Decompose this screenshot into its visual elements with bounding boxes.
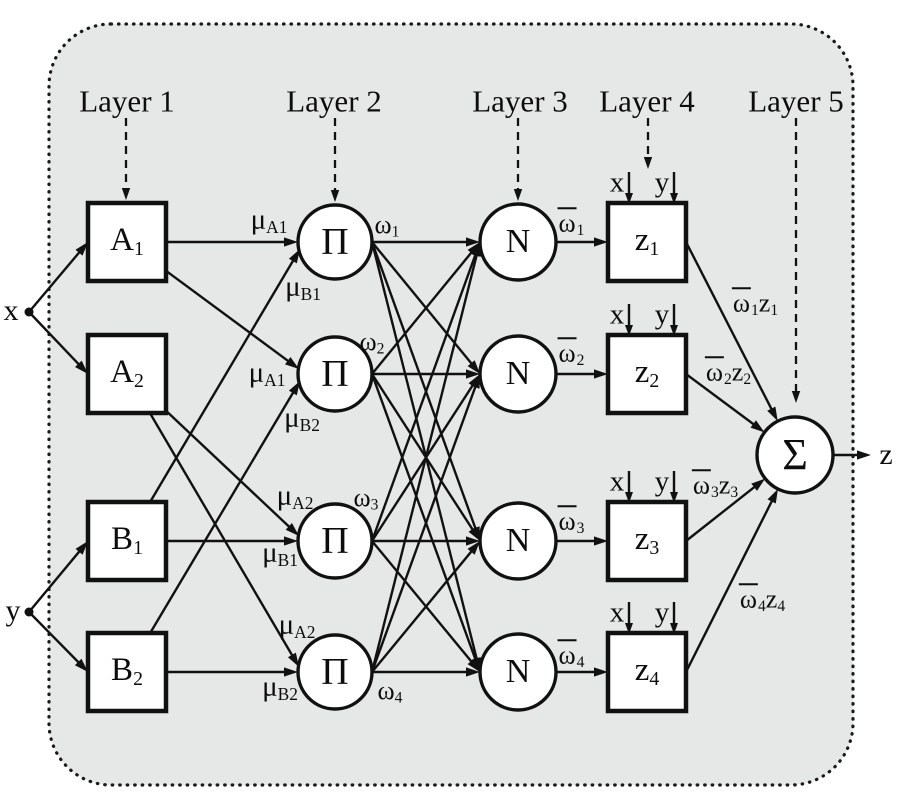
node-Z2-box (605, 332, 689, 416)
edge-input-A1-line (28, 247, 84, 313)
layer-header-arrow-4-head (643, 157, 653, 169)
edge-P4-N4-head (466, 667, 480, 677)
node-Z4-x-input-arrow-head (625, 623, 633, 634)
edge-input-B2-head (74, 658, 88, 672)
edge-P2-N4-line (370, 373, 479, 666)
edge-Z3-S-line (685, 482, 760, 542)
edge-input-B1-head (75, 541, 88, 555)
node-S-circle (755, 415, 835, 495)
edge-A1-P1-head (284, 237, 298, 247)
edge-Z2-S-head (750, 420, 765, 433)
node-Z3-x-input-arrow-head (625, 492, 633, 503)
node-A2-box (85, 332, 169, 416)
node-B1-box (85, 499, 169, 583)
node-N1-circle (478, 202, 558, 282)
edge-B1-P3-head (284, 536, 298, 546)
edge-Z1-S-line (684, 241, 776, 415)
node-Z1-y-input-arrow-head (670, 193, 678, 204)
edge-P3-N3-head (466, 536, 480, 546)
edge-input-B1-line (28, 546, 85, 613)
edge-Z4-S-head (767, 488, 778, 504)
node-B2-box (85, 630, 169, 714)
edge-A1-P2-head (285, 356, 299, 369)
edge-P3-N1-line (370, 248, 479, 542)
edge-P4-N3-line (371, 546, 477, 673)
edge-P4-N2-line (370, 380, 479, 673)
terminal-y-input-dot (24, 607, 34, 617)
edge-P1-N2-head (467, 360, 480, 374)
node-Z2-y-input-arrow-head (670, 325, 678, 336)
edge-input-A2-head (75, 360, 88, 374)
node-A1-box (85, 200, 169, 284)
edge-P2-N1-line (371, 247, 477, 375)
node-Z4-box (605, 630, 689, 714)
node-N4-circle (478, 632, 558, 712)
edge-P2-N3-head (468, 526, 480, 541)
edge-input-A2-line (28, 311, 84, 370)
node-N3-circle (478, 501, 558, 581)
edge-S-output-head (857, 450, 871, 460)
node-P3-circle (296, 502, 374, 580)
layer-header-arrow-1-head (121, 188, 131, 200)
edge-Z4-S-line (684, 495, 776, 673)
node-Z4-y-input-arrow-head (670, 623, 678, 634)
node-Z2-x-input-arrow-head (625, 325, 633, 336)
edge-Z2-S-line (685, 373, 760, 429)
edge-P4-N2-head (470, 374, 480, 389)
layer-header-arrow-2-head (330, 190, 340, 202)
edge-Z1-S-head (767, 406, 778, 422)
edge-B1-P1-line (149, 255, 298, 503)
edge-P1-N2-line (371, 241, 477, 369)
edge-Z3-S-head (751, 478, 766, 491)
node-Z3-y-input-arrow-head (670, 492, 678, 503)
edge-P1-N4-line (370, 241, 480, 665)
node-P4-circle (296, 633, 374, 711)
edge-P3-N4-head (467, 658, 480, 672)
edge-A2-P4-head (287, 652, 299, 667)
edge-N2-Z2-head (594, 369, 608, 379)
edge-P4-N1-line (370, 249, 480, 673)
edge-A2-P3-line (165, 409, 295, 532)
node-P2-circle (296, 335, 374, 413)
edge-P2-N3-line (370, 373, 477, 536)
node-Z1-box (605, 200, 689, 284)
edge-A2-P3-head (285, 523, 299, 536)
node-P1-circle (296, 203, 374, 281)
edge-A2-P4-line (148, 412, 297, 661)
terminal-x-input-dot (24, 307, 34, 317)
edge-B2-P2-line (149, 387, 298, 634)
edge-P1-N3-line (370, 241, 479, 535)
node-Z3-box (605, 499, 689, 583)
node-Z1-x-input-arrow-head (625, 193, 633, 204)
edge-P2-N2-head (466, 369, 480, 379)
node-N2-circle (478, 334, 558, 414)
edge-input-B2-line (28, 611, 84, 668)
edge-B2-P4-head (284, 667, 298, 677)
edge-B1-P1-head (288, 249, 300, 264)
edge-input-A1-head (75, 242, 88, 256)
edge-N1-Z1-head (594, 237, 608, 247)
edge-N3-Z3-head (594, 536, 608, 546)
layer-header-arrow-5-head (791, 391, 801, 403)
edge-B2-P2-head (288, 381, 300, 396)
edge-P3-N4-line (371, 540, 477, 667)
edge-P2-N1-head (467, 242, 480, 256)
edge-P4-N3-head (467, 541, 480, 555)
edge-N4-Z4-head (594, 667, 608, 677)
edge-A1-P2-line (165, 269, 294, 366)
edge-P1-N1-head (466, 237, 480, 247)
layer-header-arrow-3-head (513, 189, 523, 201)
